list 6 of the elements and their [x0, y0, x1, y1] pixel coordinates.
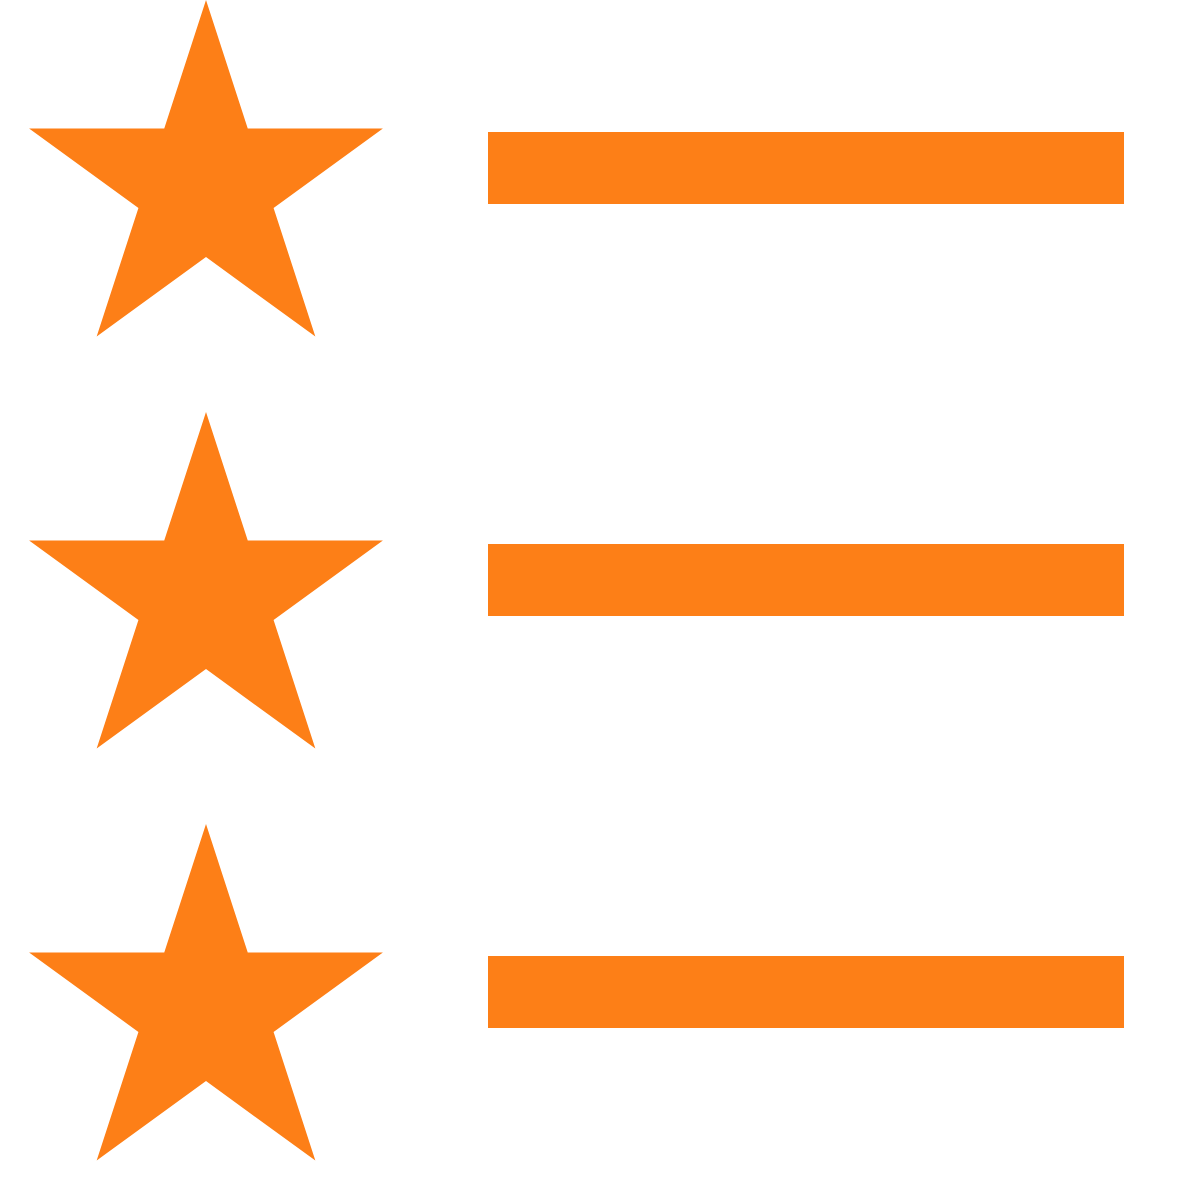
- bar: [488, 132, 1124, 204]
- star-icon: [29, 824, 383, 1161]
- star-icon: [29, 412, 383, 749]
- star-icon: [29, 0, 383, 337]
- bar: [488, 544, 1124, 616]
- bar: [488, 956, 1124, 1028]
